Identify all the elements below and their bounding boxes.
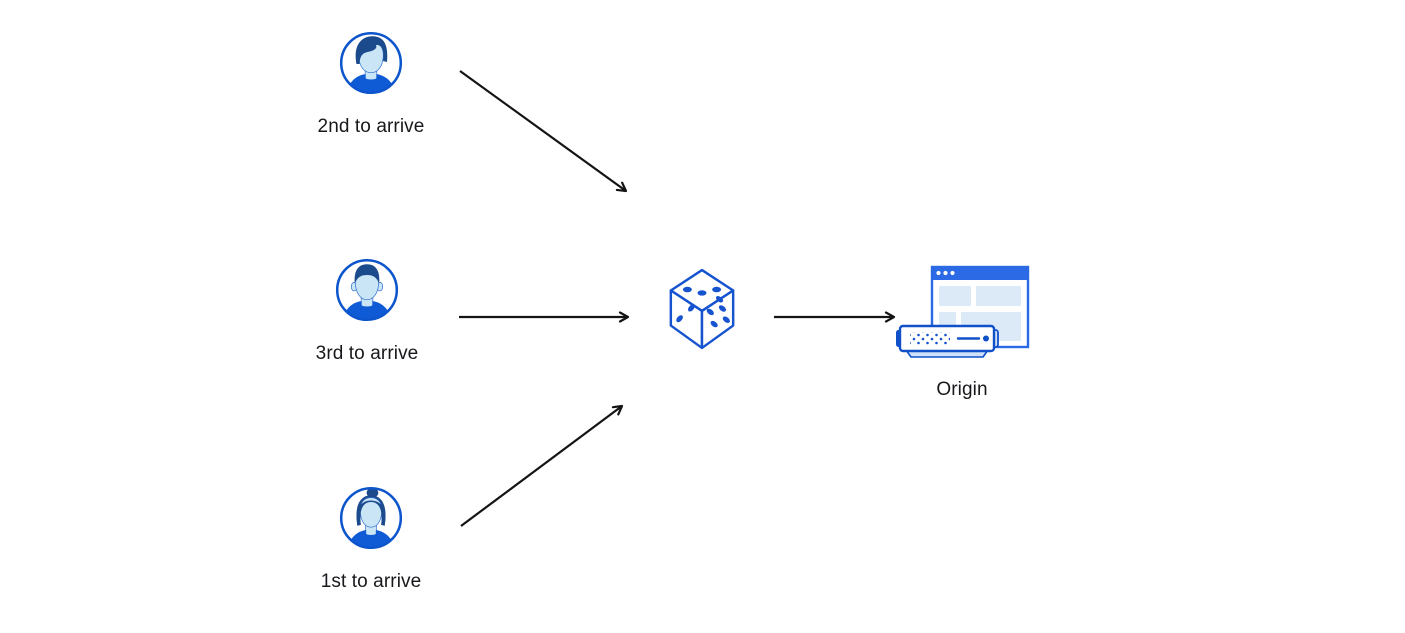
client-label-3rd: 3rd to arrive: [315, 343, 419, 364]
avatar-man-swoopy-hair-icon: [339, 31, 403, 95]
client-node-1st: 1st to arrive: [291, 485, 451, 592]
client-label-1st: 1st to arrive: [320, 571, 422, 592]
avatar-woman-bun-icon: [339, 486, 403, 550]
origin-label: Origin: [936, 379, 988, 400]
dice-icon: [669, 268, 735, 350]
client-node-2nd: 2nd to arrive: [291, 30, 451, 137]
random-selector-node: [665, 266, 739, 352]
origin-server-browser-icon: [896, 265, 1030, 358]
arrow-1st-to-dice: [460, 406, 622, 527]
origin-node: Origin: [894, 265, 1030, 400]
avatar-man-short-hair-icon: [335, 258, 399, 322]
client-node-3rd: 3rd to arrive: [287, 257, 447, 364]
client-label-2nd: 2nd to arrive: [317, 116, 425, 137]
arrow-2nd-to-dice: [459, 70, 626, 191]
